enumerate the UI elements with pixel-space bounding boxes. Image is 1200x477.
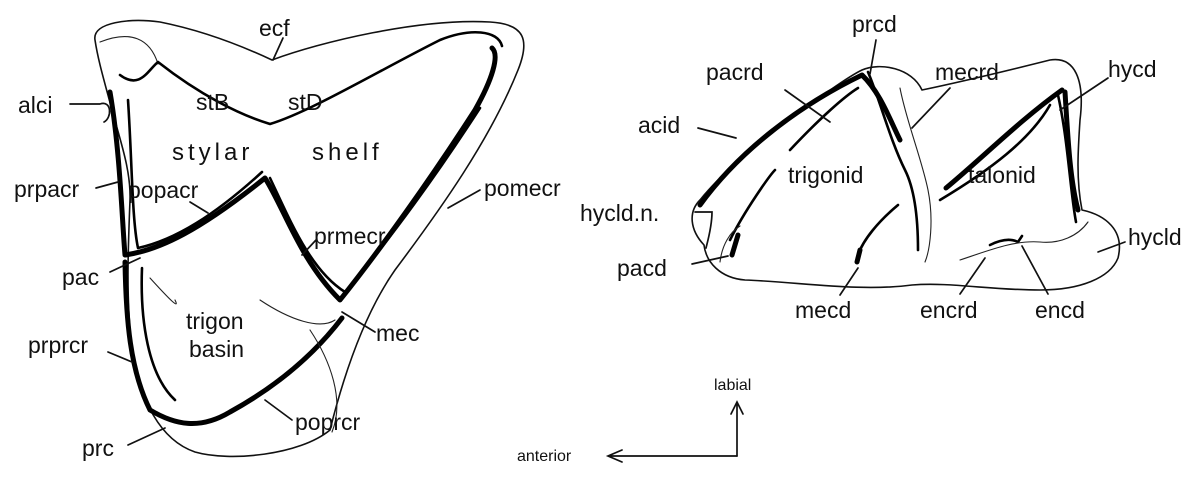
label-shelf: shelf xyxy=(312,139,383,166)
talonid-rim xyxy=(960,222,1088,260)
label-hycld: hycld xyxy=(1128,224,1182,250)
label-poprcr: poprcr xyxy=(295,409,361,435)
label-encd: encd xyxy=(1035,297,1085,323)
label-hycd: hycd xyxy=(1108,56,1157,82)
leader-prc xyxy=(128,428,165,445)
leader-popacr xyxy=(190,202,208,213)
leader-acid xyxy=(698,128,736,138)
label-stB: stB xyxy=(196,89,229,115)
metacone-slope xyxy=(260,300,335,324)
label-mecd: mecd xyxy=(795,297,851,323)
leader-mecd xyxy=(840,268,858,295)
leader-hycld xyxy=(1098,242,1125,252)
leader-prcd xyxy=(870,40,876,74)
label-prcd: prcd xyxy=(852,11,897,37)
label-encrd: encrd xyxy=(920,297,978,323)
upper-molar-figure: ecf alci stB stD stylar shelf prpacr pop… xyxy=(14,15,561,461)
label-prc: prc xyxy=(82,435,114,461)
label-mec: mec xyxy=(376,320,419,346)
trigon-basin-line xyxy=(150,278,176,304)
talonid-crest-inner xyxy=(940,95,1076,222)
protocristid xyxy=(868,72,918,250)
label-prpacr: prpacr xyxy=(14,176,80,202)
leader-encrd xyxy=(960,258,985,294)
label-anterior: anterior xyxy=(517,448,572,465)
leader-pomecr xyxy=(448,190,480,208)
leader-poprcr xyxy=(265,400,292,420)
label-hycld-n: hycld.n. xyxy=(580,200,659,226)
leader-mecrd xyxy=(912,88,950,128)
label-basin: basin xyxy=(189,336,244,362)
label-mecrd: mecrd xyxy=(935,59,999,85)
metaconid-crest xyxy=(857,205,898,258)
label-pomecr: pomecr xyxy=(484,175,561,201)
upper-molar-inner-outline xyxy=(100,37,158,64)
label-trigonid: trigonid xyxy=(788,162,863,188)
label-prmecr: prmecr xyxy=(314,223,386,249)
label-prprcr: prprcr xyxy=(28,332,88,358)
leader-pacd xyxy=(692,256,728,264)
leader-prprcr xyxy=(108,352,132,362)
leader-alci xyxy=(70,103,110,122)
label-acid: acid xyxy=(638,112,680,138)
lower-molar-figure: prcd pacrd mecrd hycd acid trigonid talo… xyxy=(580,11,1182,323)
label-talonid: talonid xyxy=(968,162,1036,188)
label-pacrd: pacrd xyxy=(706,59,764,85)
labial-arrow xyxy=(731,402,743,456)
leader-hycld-n xyxy=(695,212,712,248)
label-ecf: ecf xyxy=(259,15,290,41)
postmetacrista xyxy=(270,108,480,292)
upper-molar-outline xyxy=(95,21,524,457)
label-trigon: trigon xyxy=(186,308,244,334)
anterior-arrow xyxy=(608,450,737,462)
leader-prpacr xyxy=(96,182,118,188)
metaconid-tip xyxy=(857,250,860,262)
label-popacr: popacr xyxy=(128,177,199,203)
paraconid-tip xyxy=(732,235,738,255)
label-stD: stD xyxy=(288,89,323,115)
orientation-indicator: labial anterior xyxy=(517,377,751,465)
leader-encd xyxy=(1022,246,1048,294)
label-stylar: stylar xyxy=(172,139,253,166)
label-pac: pac xyxy=(62,264,99,290)
label-pacd: pacd xyxy=(617,255,667,281)
label-alci: alci xyxy=(18,92,53,118)
label-labial: labial xyxy=(714,377,751,394)
